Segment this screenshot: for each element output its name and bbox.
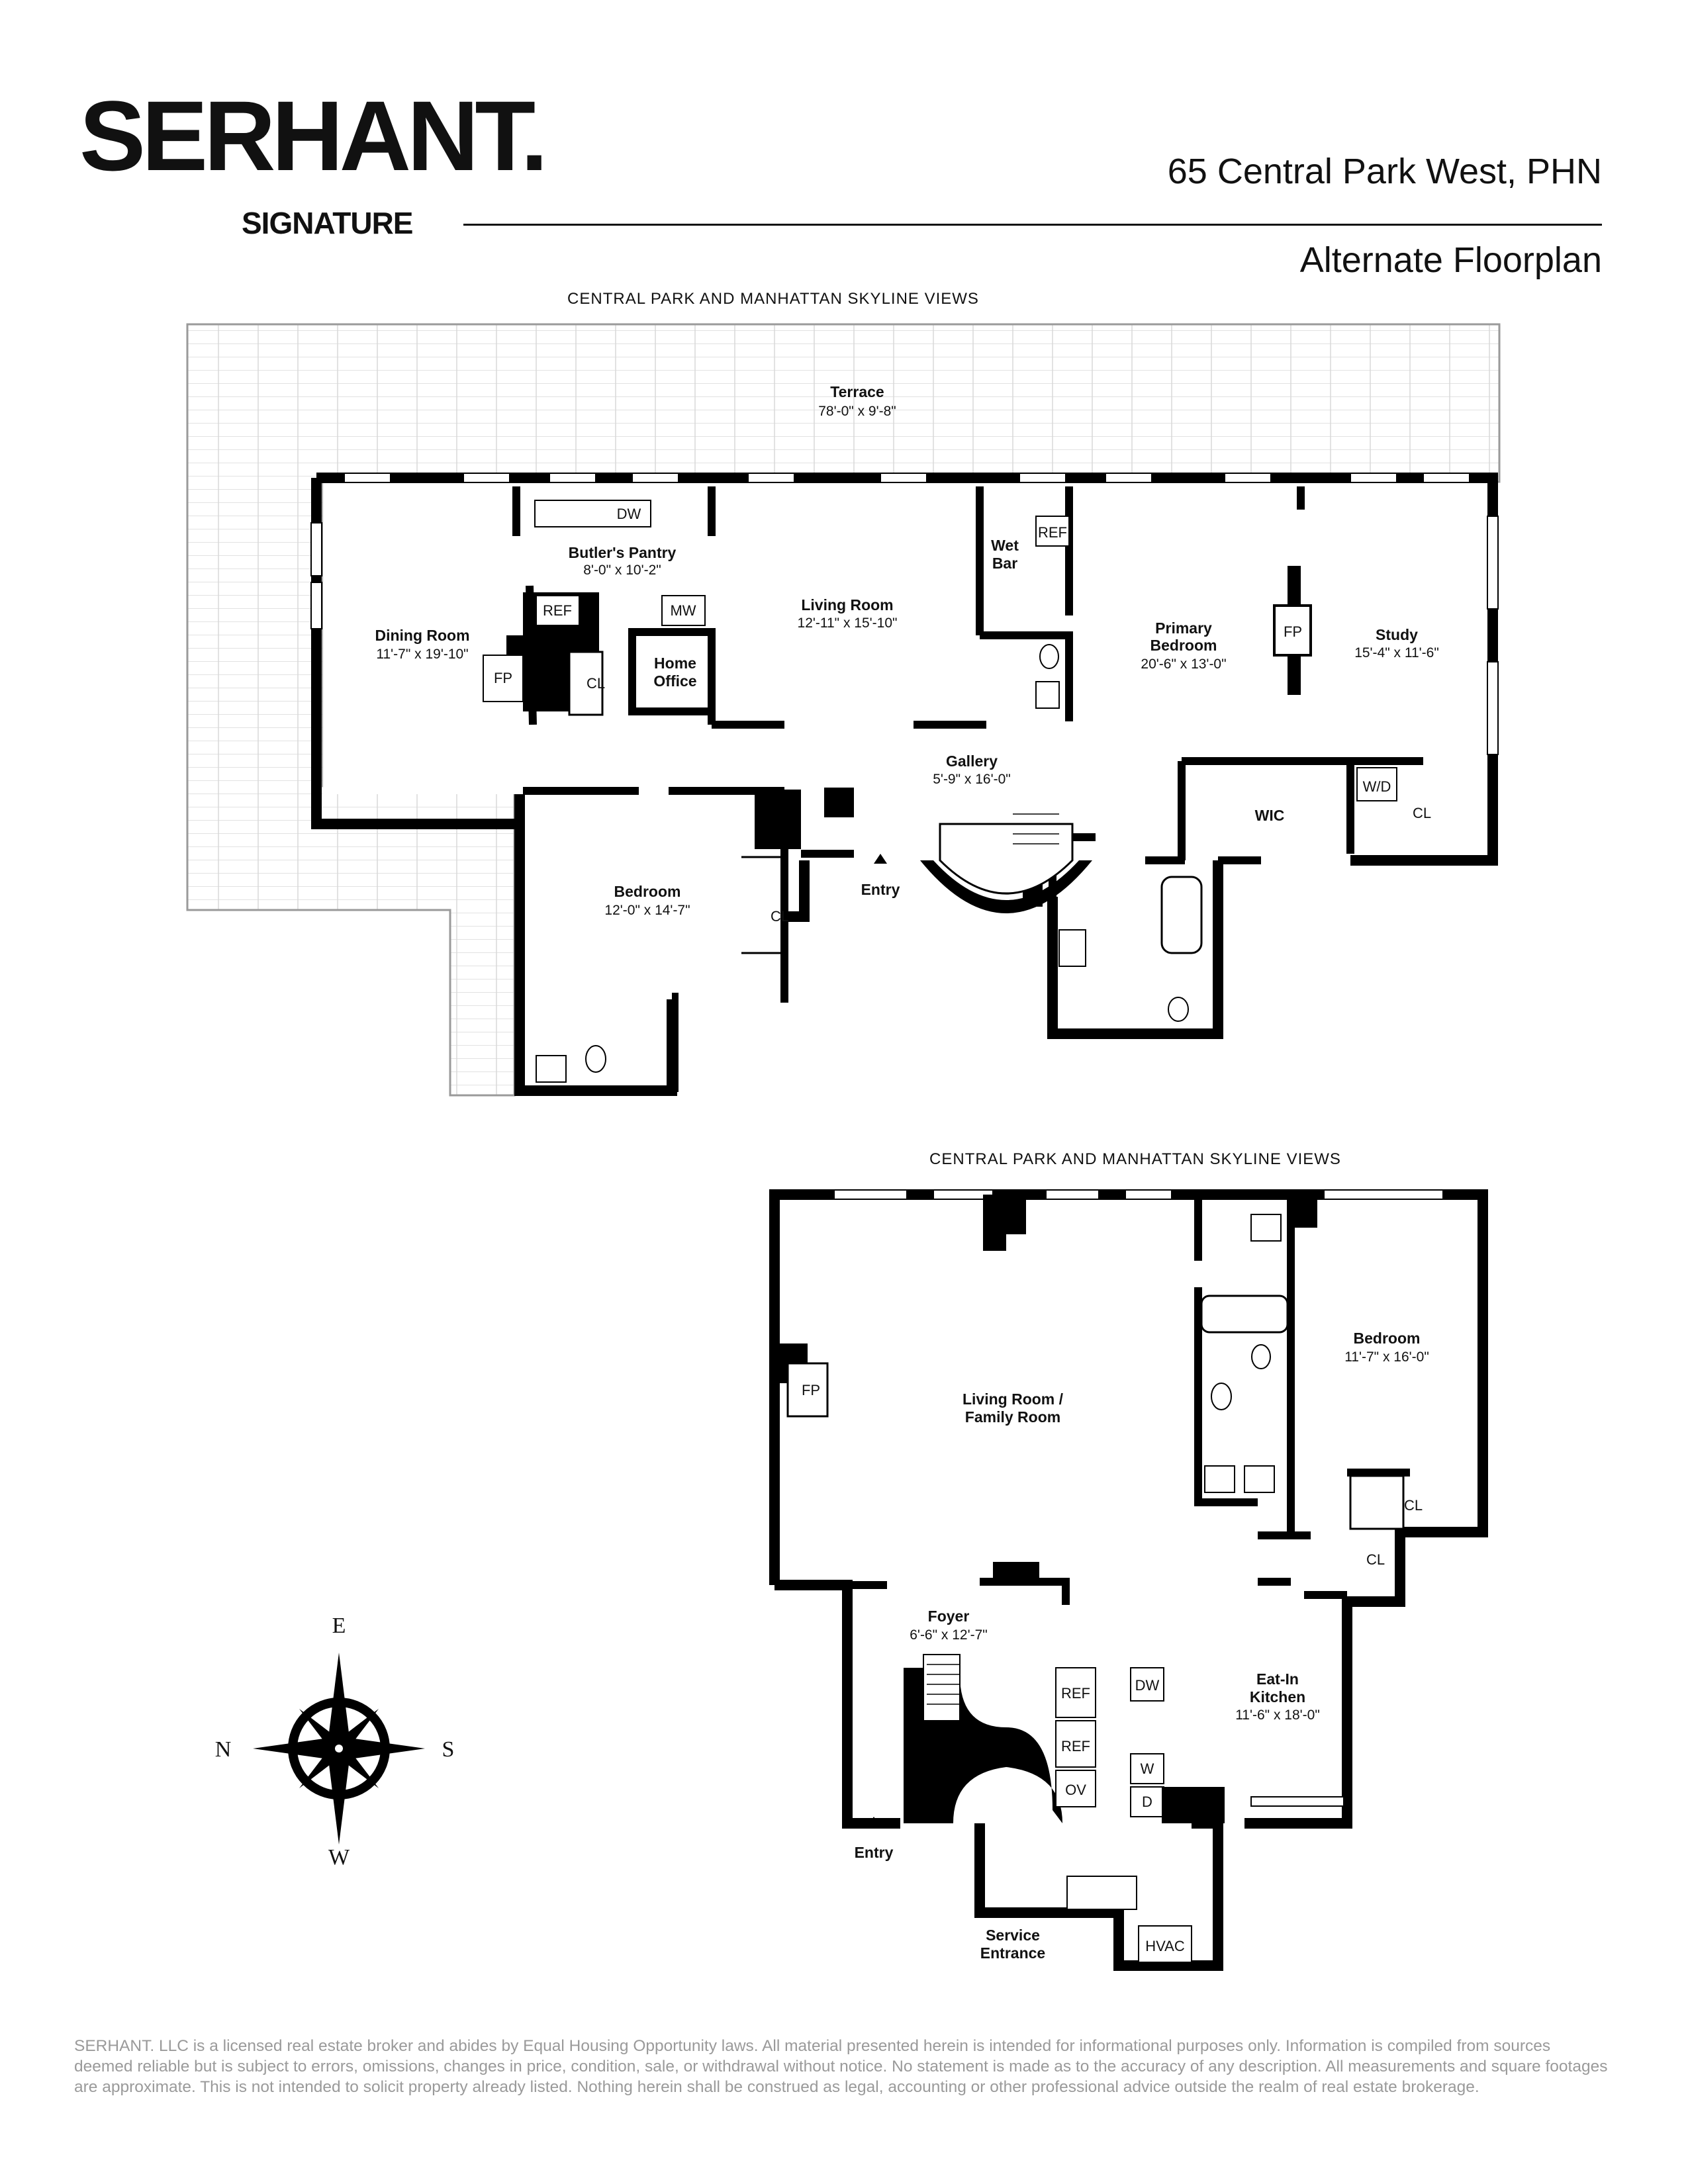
primary-bedroom-label-2: Bedroom [1150,637,1217,654]
upper-room-labels: Dining Room 11'-7" x 19'-10" Butler's Pa… [375,537,1438,918]
compass-w: W [328,1845,350,1870]
living-room-dims: 12'-11" x 15'-10" [798,615,898,631]
foyer-label: Foyer [928,1608,970,1625]
serhant-logo: SERHANT. [79,80,548,191]
terrace-dims: 78'-0" x 9'-8" [818,404,896,419]
upper-entry-arrow [874,854,887,864]
kitchen-dims: 11'-6" x 18'-0" [1235,1707,1320,1723]
kitchen-label-2: Kitchen [1250,1688,1305,1706]
lower-appliance-labels: REF REF OV DW W D HVAC [1061,1677,1185,1954]
service-entrance-label-2: Entrance [980,1944,1045,1962]
lower-ref-label-2: REF [1061,1738,1090,1754]
lower-bath-fixtures [1204,1214,1282,1493]
home-office-label-1: Home [654,655,696,672]
terrace-label: Terrace [830,383,884,400]
study-label: Study [1376,626,1418,643]
dining-room-dims: 11'-7" x 19'-10" [376,647,468,662]
wd-label: W/D [1363,778,1391,795]
family-room-label-2: Family Room [965,1408,1060,1426]
logo-subtitle: SIGNATURE [242,206,413,240]
living-room-label: Living Room [801,596,893,614]
floorplan-subtitle: Alternate Floorplan [1299,240,1602,280]
butlers-pantry-dims: 8'-0" x 10'-2" [583,563,661,578]
lower-view-caption: CENTRAL PARK AND MANHATTAN SKYLINE VIEWS [929,1150,1341,1168]
lower-fp-label: FP [802,1382,820,1398]
lower-entry-label: Entry [855,1844,894,1861]
butlers-pantry-label: Butler's Pantry [569,544,677,561]
pantry-ref-label: REF [543,602,572,619]
compass-s: S [442,1737,455,1762]
kitchen-label-1: Eat-In [1256,1670,1299,1688]
lower-interior-walls [778,1198,1410,1605]
lower-ref-label-1: REF [1061,1685,1090,1702]
family-room-label-1: Living Room / [962,1390,1064,1408]
lower-entry-arrow [867,1817,880,1827]
wet-bar-label-2: Bar [992,555,1017,572]
dining-room-label: Dining Room [375,627,469,644]
dining-fp-label: FP [494,670,512,686]
lower-d-label: D [1142,1794,1152,1810]
pantry-cl-label: CL [586,675,605,692]
foyer-dims: 6'-6" x 12'-7" [910,1627,987,1643]
gallery-dims: 5'-9" x 16'-0" [933,772,1010,787]
lower-windows [833,1189,1444,1807]
lower-kitchen-appliances [1055,1667,1192,1963]
gallery-stair-treads [1013,813,1059,844]
upper-entry-label: Entry [861,881,900,898]
lower-bedroom-dims: 11'-7" x 16'-0" [1344,1349,1429,1365]
pantry-mw-label: MW [670,602,696,619]
lower-w-label: W [1141,1760,1154,1777]
upper-cl-label: CL [1413,805,1431,821]
lower-floor-plan: CENTRAL PARK AND MANHATTAN SKYLINE VIEWS [769,1150,1488,1971]
upper-windows [310,473,1499,755]
upper-bedroom-dims: 12'-0" x 14'-7" [604,903,690,918]
lower-bedroom-label: Bedroom [1354,1330,1421,1347]
bedroom-cl-label: CL [771,908,789,925]
compass-e: E [332,1614,346,1638]
foyer-stair-treads [927,1664,960,1705]
upper-floor-plan: CENTRAL PARK AND MANHATTAN SKYLINE VIEWS… [186,290,1501,1097]
compass-rose: E N S W [215,1614,455,1870]
upper-bath-fixtures [536,644,1189,1083]
compass-n: N [215,1737,232,1762]
upper-view-caption: CENTRAL PARK AND MANHATTAN SKYLINE VIEWS [567,290,979,308]
wet-bar-label-1: Wet [991,537,1019,554]
study-dims: 15'-4" x 11'-6" [1354,645,1439,660]
gallery-label: Gallery [946,752,998,770]
lower-bedroom-cl-label: CL [1404,1497,1423,1514]
header-divider [463,224,1602,226]
lower-ov-label: OV [1065,1782,1086,1798]
lower-hvac-label: HVAC [1145,1938,1185,1954]
lower-room-labels: Living Room / Family Room Bedroom 11'-7"… [855,1330,1429,1962]
pantry-dw-label: DW [617,506,641,522]
lower-dw-label: DW [1135,1677,1160,1694]
service-entrance-label-1: Service [986,1927,1040,1944]
wic-label: WIC [1255,807,1285,824]
property-address: 65 Central Park West, PHN [1167,152,1602,191]
wetbar-ref-label: REF [1038,524,1067,541]
upper-bedroom-label: Bedroom [614,883,681,900]
lower-hall-cl-label: CL [1366,1551,1385,1568]
primary-fp-label: FP [1284,623,1302,640]
home-office-label-2: Office [653,672,696,690]
primary-bedroom-dims: 20'-6" x 13'-0" [1141,657,1226,672]
primary-bedroom-label-1: Primary [1155,619,1212,637]
legal-disclaimer: SERHANT. LLC is a licensed real estate b… [74,2037,1608,2096]
